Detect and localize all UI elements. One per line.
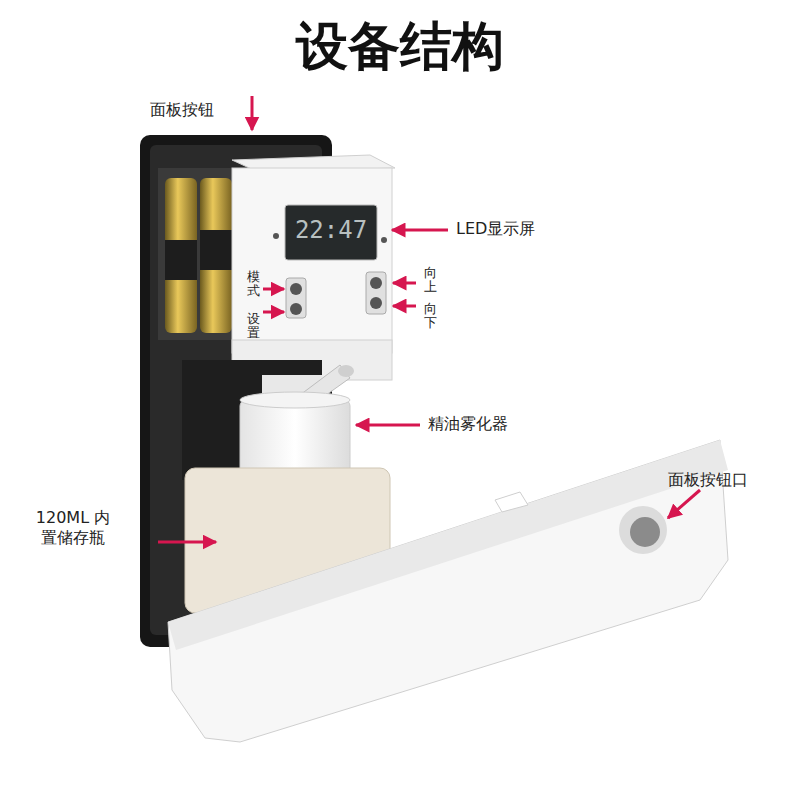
- part-label: 面板按钮: [150, 100, 214, 120]
- display-digits: 22:47: [290, 215, 372, 245]
- title: 设备结构: [0, 14, 800, 79]
- part-label: 精油雾化器: [428, 414, 508, 434]
- button-label: 设置: [247, 312, 260, 341]
- part-label: 120ML 内置储存瓶: [28, 508, 118, 548]
- button-label: 模式: [247, 270, 260, 299]
- part-label: 面板按钮口: [668, 470, 748, 490]
- button-label: 向上: [424, 266, 437, 295]
- part-label: LED显示屏: [456, 219, 535, 239]
- button-label: 向下: [424, 302, 437, 331]
